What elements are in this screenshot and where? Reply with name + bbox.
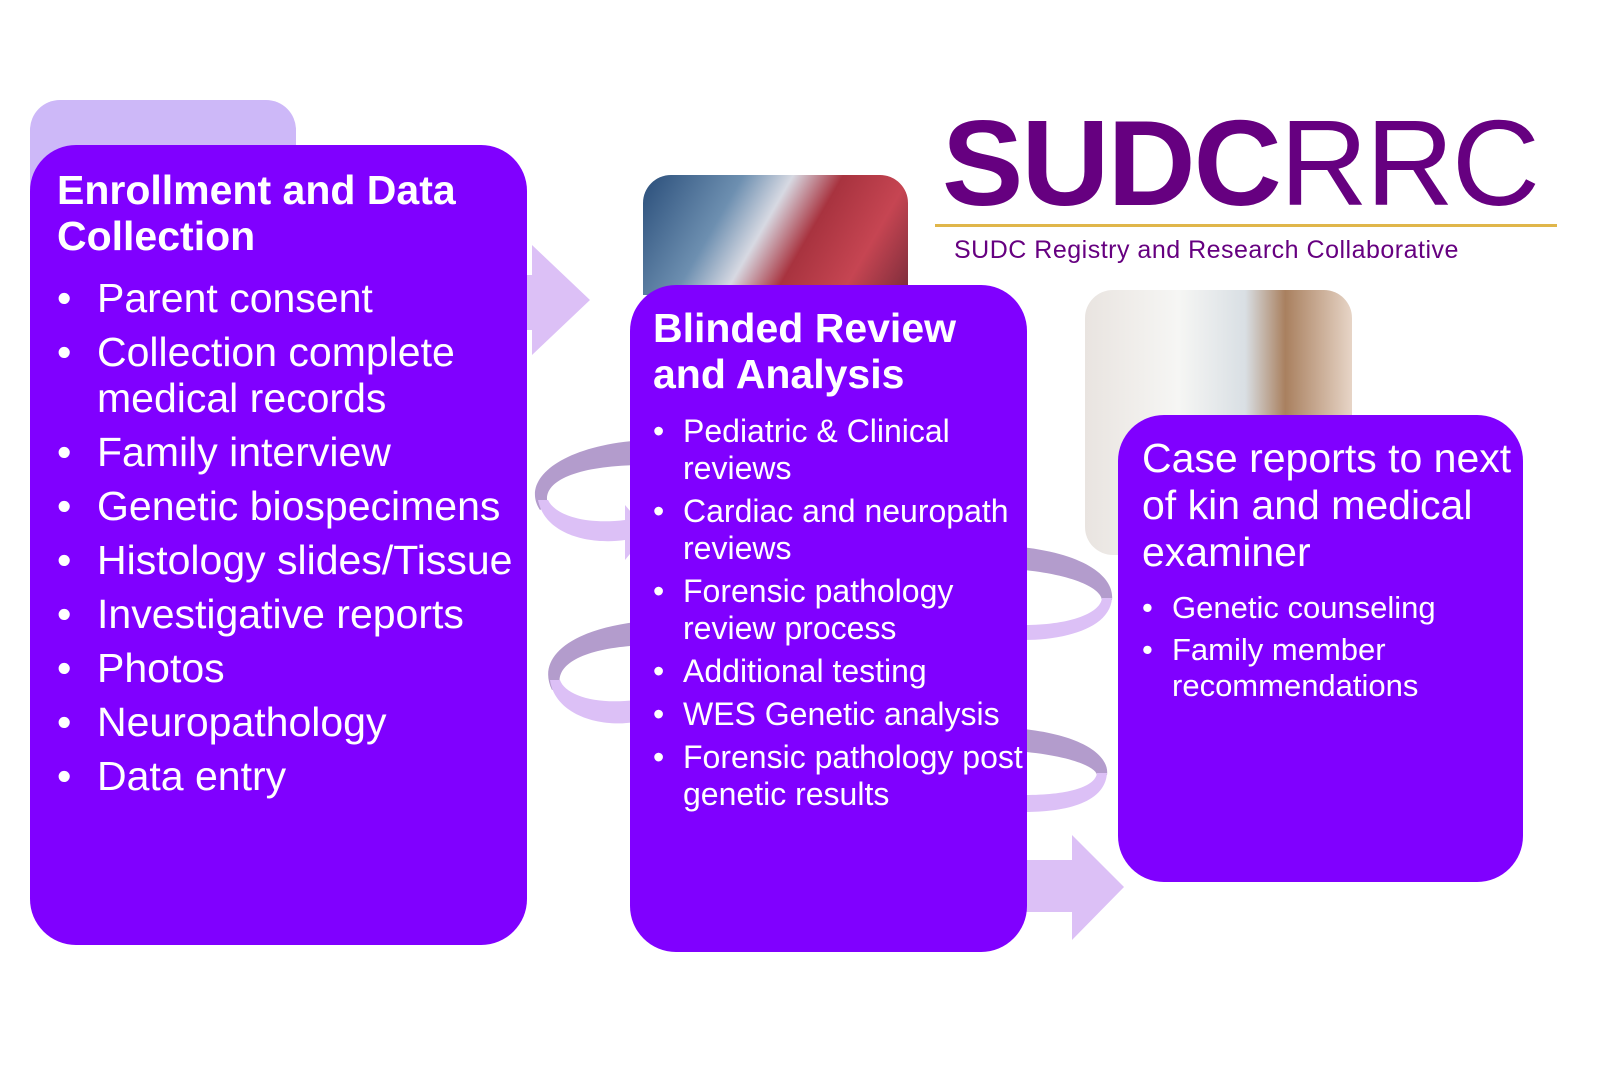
list-item: Data entry xyxy=(57,753,527,799)
list-item: Collection complete medical records xyxy=(57,329,527,421)
list-item: WES Genetic analysis xyxy=(653,696,1027,733)
logo: SUDCRRC xyxy=(942,95,1540,231)
list-item: Family interview xyxy=(57,429,527,475)
reports-box: Case reports to next of kin and medical … xyxy=(1118,415,1523,882)
list-item: Additional testing xyxy=(653,653,1027,690)
curved-arrow-icon xyxy=(534,440,648,560)
list-item: Cardiac and neuropath reviews xyxy=(653,493,1027,567)
enrollment-title: Enrollment and Data Collection xyxy=(57,167,456,259)
logo-subtitle: SUDC Registry and Research Collaborative xyxy=(954,236,1459,264)
review-title: Blinded Review and Analysis xyxy=(653,305,957,397)
list-item: Histology slides/Tissue xyxy=(57,537,527,583)
logo-divider xyxy=(935,224,1557,227)
list-item: Neuropathology xyxy=(57,699,527,745)
list-item: Genetic counseling xyxy=(1142,590,1523,626)
enrollment-box: Enrollment and Data Collection Parent co… xyxy=(30,145,527,945)
list-item: Family member recommendations xyxy=(1142,632,1523,704)
reports-title: Case reports to next of kin and medical … xyxy=(1142,435,1512,575)
review-box: Blinded Review and Analysis Pediatric & … xyxy=(630,285,1027,952)
logo-bold: SUDC xyxy=(942,95,1282,231)
list-item: Forensic pathology review process xyxy=(653,573,1027,647)
list-item: Investigative reports xyxy=(57,591,527,637)
list-item: Parent consent xyxy=(57,275,527,321)
biospecimen-plate-photo xyxy=(643,175,908,295)
list-item: Pediatric & Clinical reviews xyxy=(653,413,1027,487)
list-item: Forensic pathology post genetic results xyxy=(653,739,1027,813)
list-item: Photos xyxy=(57,645,527,691)
logo-light: RRC xyxy=(1279,95,1540,231)
list-item: Genetic biospecimens xyxy=(57,483,527,529)
